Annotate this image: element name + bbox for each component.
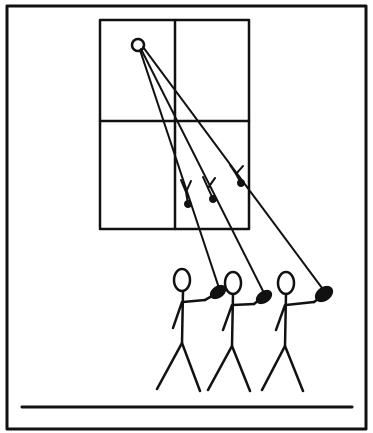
player-right-head: [278, 272, 294, 294]
shuttlecock-middle: [203, 177, 217, 203]
player-middle-head: [225, 272, 241, 294]
shuttlecock-markers: [181, 165, 245, 208]
court-grid: [100, 20, 249, 229]
shuttlecock-right: [230, 165, 245, 187]
shuttlecock-left: [181, 180, 192, 208]
trajectory-line-middle: [141, 49, 264, 293]
outer-border: [7, 6, 366, 429]
trajectory-line-left: [140, 50, 218, 285]
player-left-head: [174, 269, 190, 291]
stick-figure-players: [157, 269, 336, 391]
player-right: [262, 272, 336, 391]
racket-head-middle: [253, 287, 275, 307]
